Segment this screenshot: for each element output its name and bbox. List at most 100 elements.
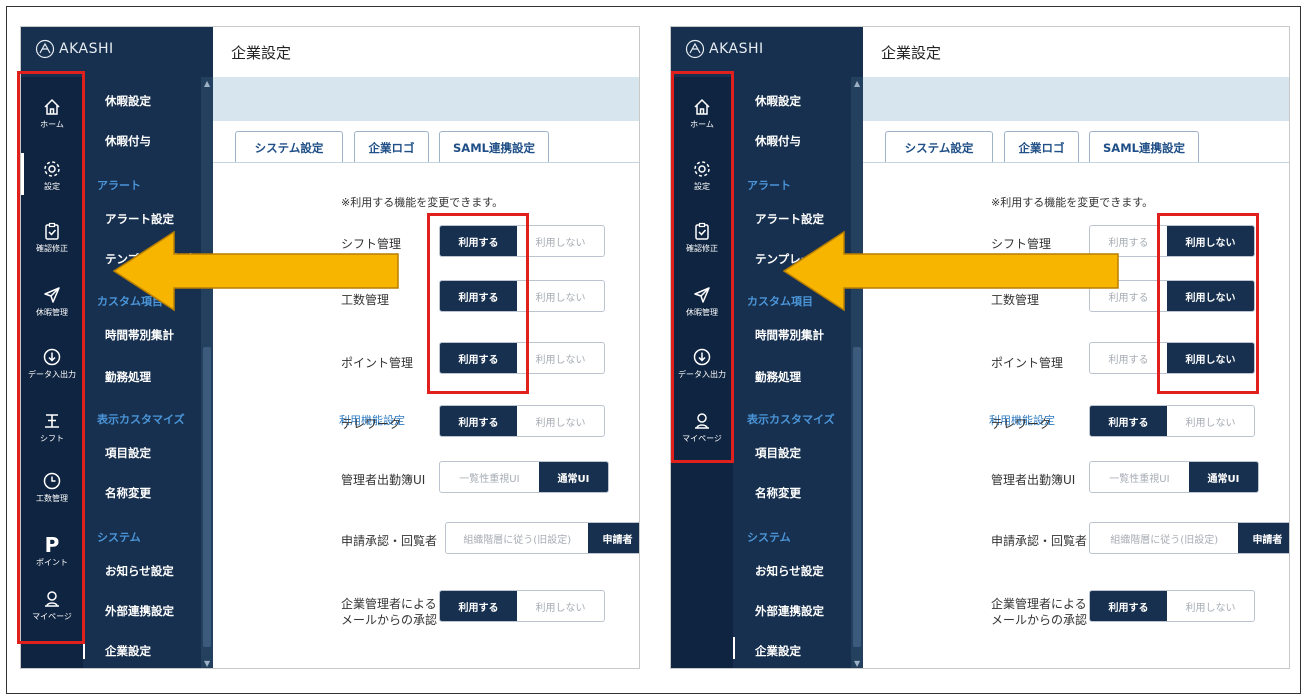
scroll-up-icon[interactable]: ▲ xyxy=(854,79,861,88)
menu-alert-settings[interactable]: アラート設定 xyxy=(105,212,174,226)
menu-category-alert: アラート xyxy=(97,179,141,192)
tab-saml[interactable]: SAML連携設定 xyxy=(439,131,549,163)
legacy-option[interactable]: 組織階層に従う(旧設定) xyxy=(463,534,572,546)
shift-use-option[interactable]: 利用する xyxy=(440,226,518,256)
label-admin-ui: 管理者出勤簿UI xyxy=(341,473,426,487)
header-band xyxy=(213,77,639,121)
menu-external-link-settings[interactable]: 外部連携設定 xyxy=(105,604,174,618)
point-not-use-option[interactable]: 利用しない xyxy=(1167,343,1254,373)
normal-ui-option[interactable]: 通常UI xyxy=(538,462,608,492)
sidebar: AKASHI ホーム 設定 確認修正 休暇管理 データ入出力 xyxy=(21,27,213,668)
mail-approval-not-use-option[interactable]: 利用しない xyxy=(535,602,586,614)
scrollbar-thumb[interactable] xyxy=(853,347,861,647)
sidebar: AKASHI ホーム 設定 確認修正 休暇管理 データ入出力 xyxy=(671,27,863,668)
menu-time-zone-summary[interactable]: 時間帯別集計 xyxy=(105,328,174,342)
rail-leave[interactable]: 休暇管理 xyxy=(21,285,83,318)
normal-ui-option[interactable]: 通常UI xyxy=(1188,462,1258,492)
overview-ui-option[interactable]: 一覧性重視UI xyxy=(1109,473,1170,485)
tab-saml[interactable]: SAML連携設定 xyxy=(1089,131,1199,163)
tab-company-logo[interactable]: 企業ロゴ xyxy=(354,131,429,163)
rail-home[interactable]: ホーム xyxy=(671,97,733,130)
mail-approval-not-use-option[interactable]: 利用しない xyxy=(1185,602,1236,614)
sidebar-scrollbar[interactable]: ▲ ▼ xyxy=(201,77,213,668)
tab-system-settings[interactable]: システム設定 xyxy=(235,131,343,163)
menu-leave-settings[interactable]: 休暇設定 xyxy=(105,94,151,108)
menu-attendance-processing[interactable]: 勤務処理 xyxy=(105,370,151,384)
overview-ui-option[interactable]: 一覧性重視UI xyxy=(459,473,520,485)
rail-shift[interactable]: シフト xyxy=(21,411,83,444)
shift-use-option[interactable]: 利用する xyxy=(1108,237,1149,249)
work-use-option[interactable]: 利用する xyxy=(1108,292,1149,304)
rail-leave[interactable]: 休暇管理 xyxy=(671,285,733,318)
menu-company-settings[interactable]: 企業設定 xyxy=(105,644,151,658)
rail-data-io[interactable]: データ入出力 xyxy=(21,347,83,380)
rail-confirm[interactable]: 確認修正 xyxy=(671,221,733,254)
admin-ui-toggle: 一覧性重視UI 通常UI xyxy=(1089,461,1259,493)
rail-selected-indicator xyxy=(21,153,24,195)
shift-toggle: 利用する 利用しない xyxy=(1089,225,1255,257)
point-use-option[interactable]: 利用する xyxy=(440,343,518,373)
gear-icon xyxy=(694,161,710,177)
rail-mypage[interactable]: マイページ xyxy=(671,411,733,444)
menu-notice-settings[interactable]: お知らせ設定 xyxy=(105,564,174,578)
akashi-logo[interactable]: AKASHI xyxy=(35,39,114,59)
scroll-up-icon[interactable]: ▲ xyxy=(204,79,211,88)
mail-approval-use-option[interactable]: 利用する xyxy=(1090,591,1168,621)
person-icon xyxy=(695,413,709,429)
highlight-icon-rail-before xyxy=(17,71,85,644)
menu-notice-settings[interactable]: お知らせ設定 xyxy=(755,564,824,578)
rail-work-mgmt[interactable]: 工数管理 xyxy=(21,471,83,504)
mail-approval-toggle: 利用する 利用しない xyxy=(439,590,605,622)
telework-use-option[interactable]: 利用する xyxy=(440,406,518,436)
menu-item-settings[interactable]: 項目設定 xyxy=(755,446,801,460)
work-not-use-option[interactable]: 利用しない xyxy=(535,292,586,304)
telework-use-option[interactable]: 利用する xyxy=(1090,406,1168,436)
rail-confirm[interactable]: 確認修正 xyxy=(21,221,83,254)
menu-rename[interactable]: 名称変更 xyxy=(755,486,801,500)
menu-leave-grant[interactable]: 休暇付与 xyxy=(105,134,151,148)
sidebar-scrollbar[interactable]: ▲ ▼ xyxy=(851,77,863,668)
rail-label: 工数管理 xyxy=(36,494,68,503)
label-work: 工数管理 xyxy=(341,293,390,307)
label-mail-approval-1: 企業管理者による xyxy=(341,597,437,611)
menu-leave-settings[interactable]: 休暇設定 xyxy=(755,94,801,108)
menu-leave-grant[interactable]: 休暇付与 xyxy=(755,134,801,148)
point-use-option[interactable]: 利用する xyxy=(1108,354,1149,366)
menu-time-zone-summary[interactable]: 時間帯別集計 xyxy=(755,328,824,342)
tab-system-settings[interactable]: システム設定 xyxy=(885,131,993,163)
menu-company-settings[interactable]: 企業設定 xyxy=(755,644,801,658)
akashi-logo[interactable]: AKASHI xyxy=(685,39,764,59)
menu-category-custom-items: カスタム項目 xyxy=(747,295,813,308)
rail-point[interactable]: P ポイント xyxy=(21,535,83,568)
telework-not-use-option[interactable]: 利用しない xyxy=(535,417,586,429)
work-use-option[interactable]: 利用する xyxy=(440,281,518,311)
rail-home[interactable]: ホーム xyxy=(21,97,83,130)
tab-company-logo[interactable]: 企業ロゴ xyxy=(1004,131,1079,163)
point-not-use-option[interactable]: 利用しない xyxy=(535,354,586,366)
rail-mypage[interactable]: マイページ xyxy=(21,589,83,622)
tab-underline xyxy=(863,162,1289,163)
rail-settings[interactable]: 設定 xyxy=(21,159,83,192)
telework-not-use-option[interactable]: 利用しない xyxy=(1185,417,1236,429)
applicant-option[interactable]: 申請者 xyxy=(1238,523,1289,553)
menu-external-link-settings[interactable]: 外部連携設定 xyxy=(755,604,824,618)
work-not-use-option[interactable]: 利用しない xyxy=(1167,281,1254,311)
menu-item-settings[interactable]: 項目設定 xyxy=(105,446,151,460)
menu-rename[interactable]: 名称変更 xyxy=(105,486,151,500)
telework-toggle: 利用する 利用しない xyxy=(439,405,605,437)
scroll-down-icon[interactable]: ▼ xyxy=(854,659,861,668)
label-point: ポイント管理 xyxy=(991,356,1064,370)
shift-not-use-option[interactable]: 利用しない xyxy=(535,237,586,249)
menu-attendance-processing[interactable]: 勤務処理 xyxy=(755,370,801,384)
shift-not-use-option[interactable]: 利用しない xyxy=(1167,226,1254,256)
mail-approval-use-option[interactable]: 利用する xyxy=(440,591,518,621)
rail-settings[interactable]: 設定 xyxy=(671,159,733,192)
scrollbar-thumb[interactable] xyxy=(203,347,211,647)
label-shift: シフト管理 xyxy=(991,237,1052,251)
rail-data-io[interactable]: データ入出力 xyxy=(671,347,733,380)
applicant-option[interactable]: 申請者 xyxy=(588,523,639,553)
menu-alert-settings[interactable]: アラート設定 xyxy=(755,212,824,226)
scroll-down-icon[interactable]: ▼ xyxy=(204,659,211,668)
legacy-option[interactable]: 組織階層に従う(旧設定) xyxy=(1110,534,1219,546)
gear-icon xyxy=(44,161,60,177)
